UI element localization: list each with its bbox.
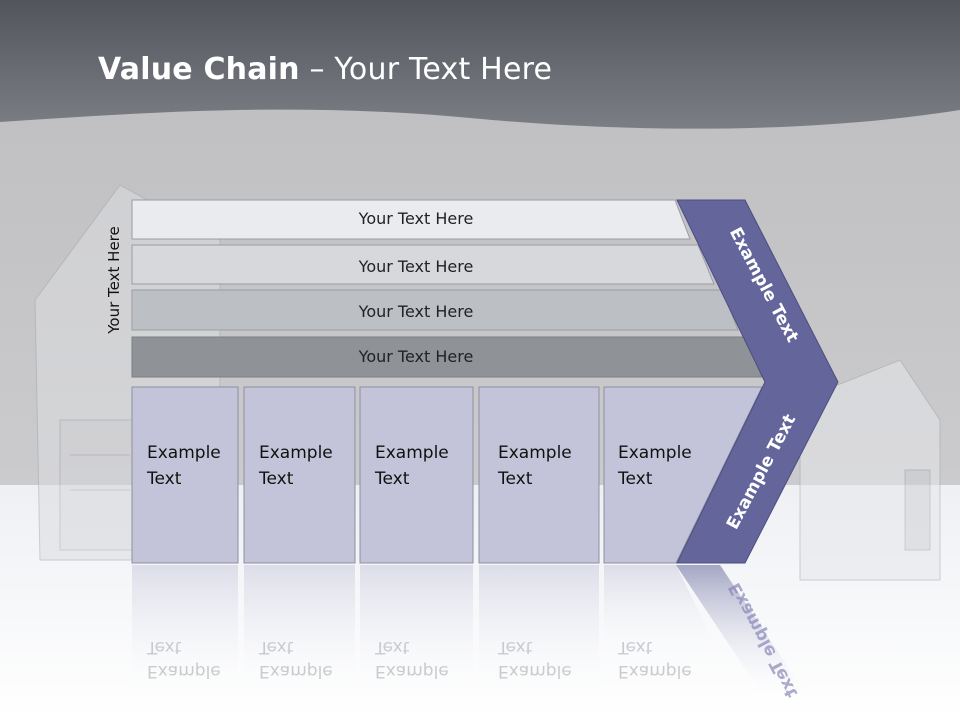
boxes-reflection — [132, 565, 810, 700]
bar-label-3: Your Text Here — [358, 302, 474, 321]
bar-label-2: Your Text Here — [358, 257, 474, 276]
box-label-5: Example Text — [618, 443, 692, 489]
activity-box-4 — [478, 386, 600, 564]
box-reflection-1: Example Text — [147, 637, 221, 681]
bar-2 — [131, 244, 715, 285]
bar-label-4: Your Text Here — [358, 347, 474, 366]
bar-3 — [131, 289, 739, 331]
box-reflection-3: Example Text — [375, 637, 449, 681]
box-label-1: Example Text — [147, 443, 221, 489]
bar-label-1: Your Text Here — [358, 209, 474, 228]
title-bold: Value Chain — [98, 52, 300, 87]
box-label-2: Example Text — [259, 443, 333, 489]
activity-box-1 — [131, 386, 239, 564]
bar-4 — [131, 336, 763, 378]
margin-chevron — [676, 199, 839, 564]
box-reflection-2: Example Text — [259, 637, 333, 681]
box-label-4: Example Text — [498, 443, 572, 489]
box-reflection-5: Example Text — [618, 637, 692, 681]
activity-box-3 — [359, 386, 474, 564]
slide-title: Value Chain – Your Text Here — [98, 52, 552, 87]
box-label-3: Example Text — [375, 443, 449, 489]
activity-box-2 — [243, 386, 356, 564]
box-reflection-4: Example Text — [498, 637, 572, 681]
side-label: Your Text Here — [105, 226, 123, 334]
bar-1 — [131, 199, 691, 240]
title-rest: – Your Text Here — [299, 52, 553, 87]
activity-box-5 — [603, 386, 763, 564]
